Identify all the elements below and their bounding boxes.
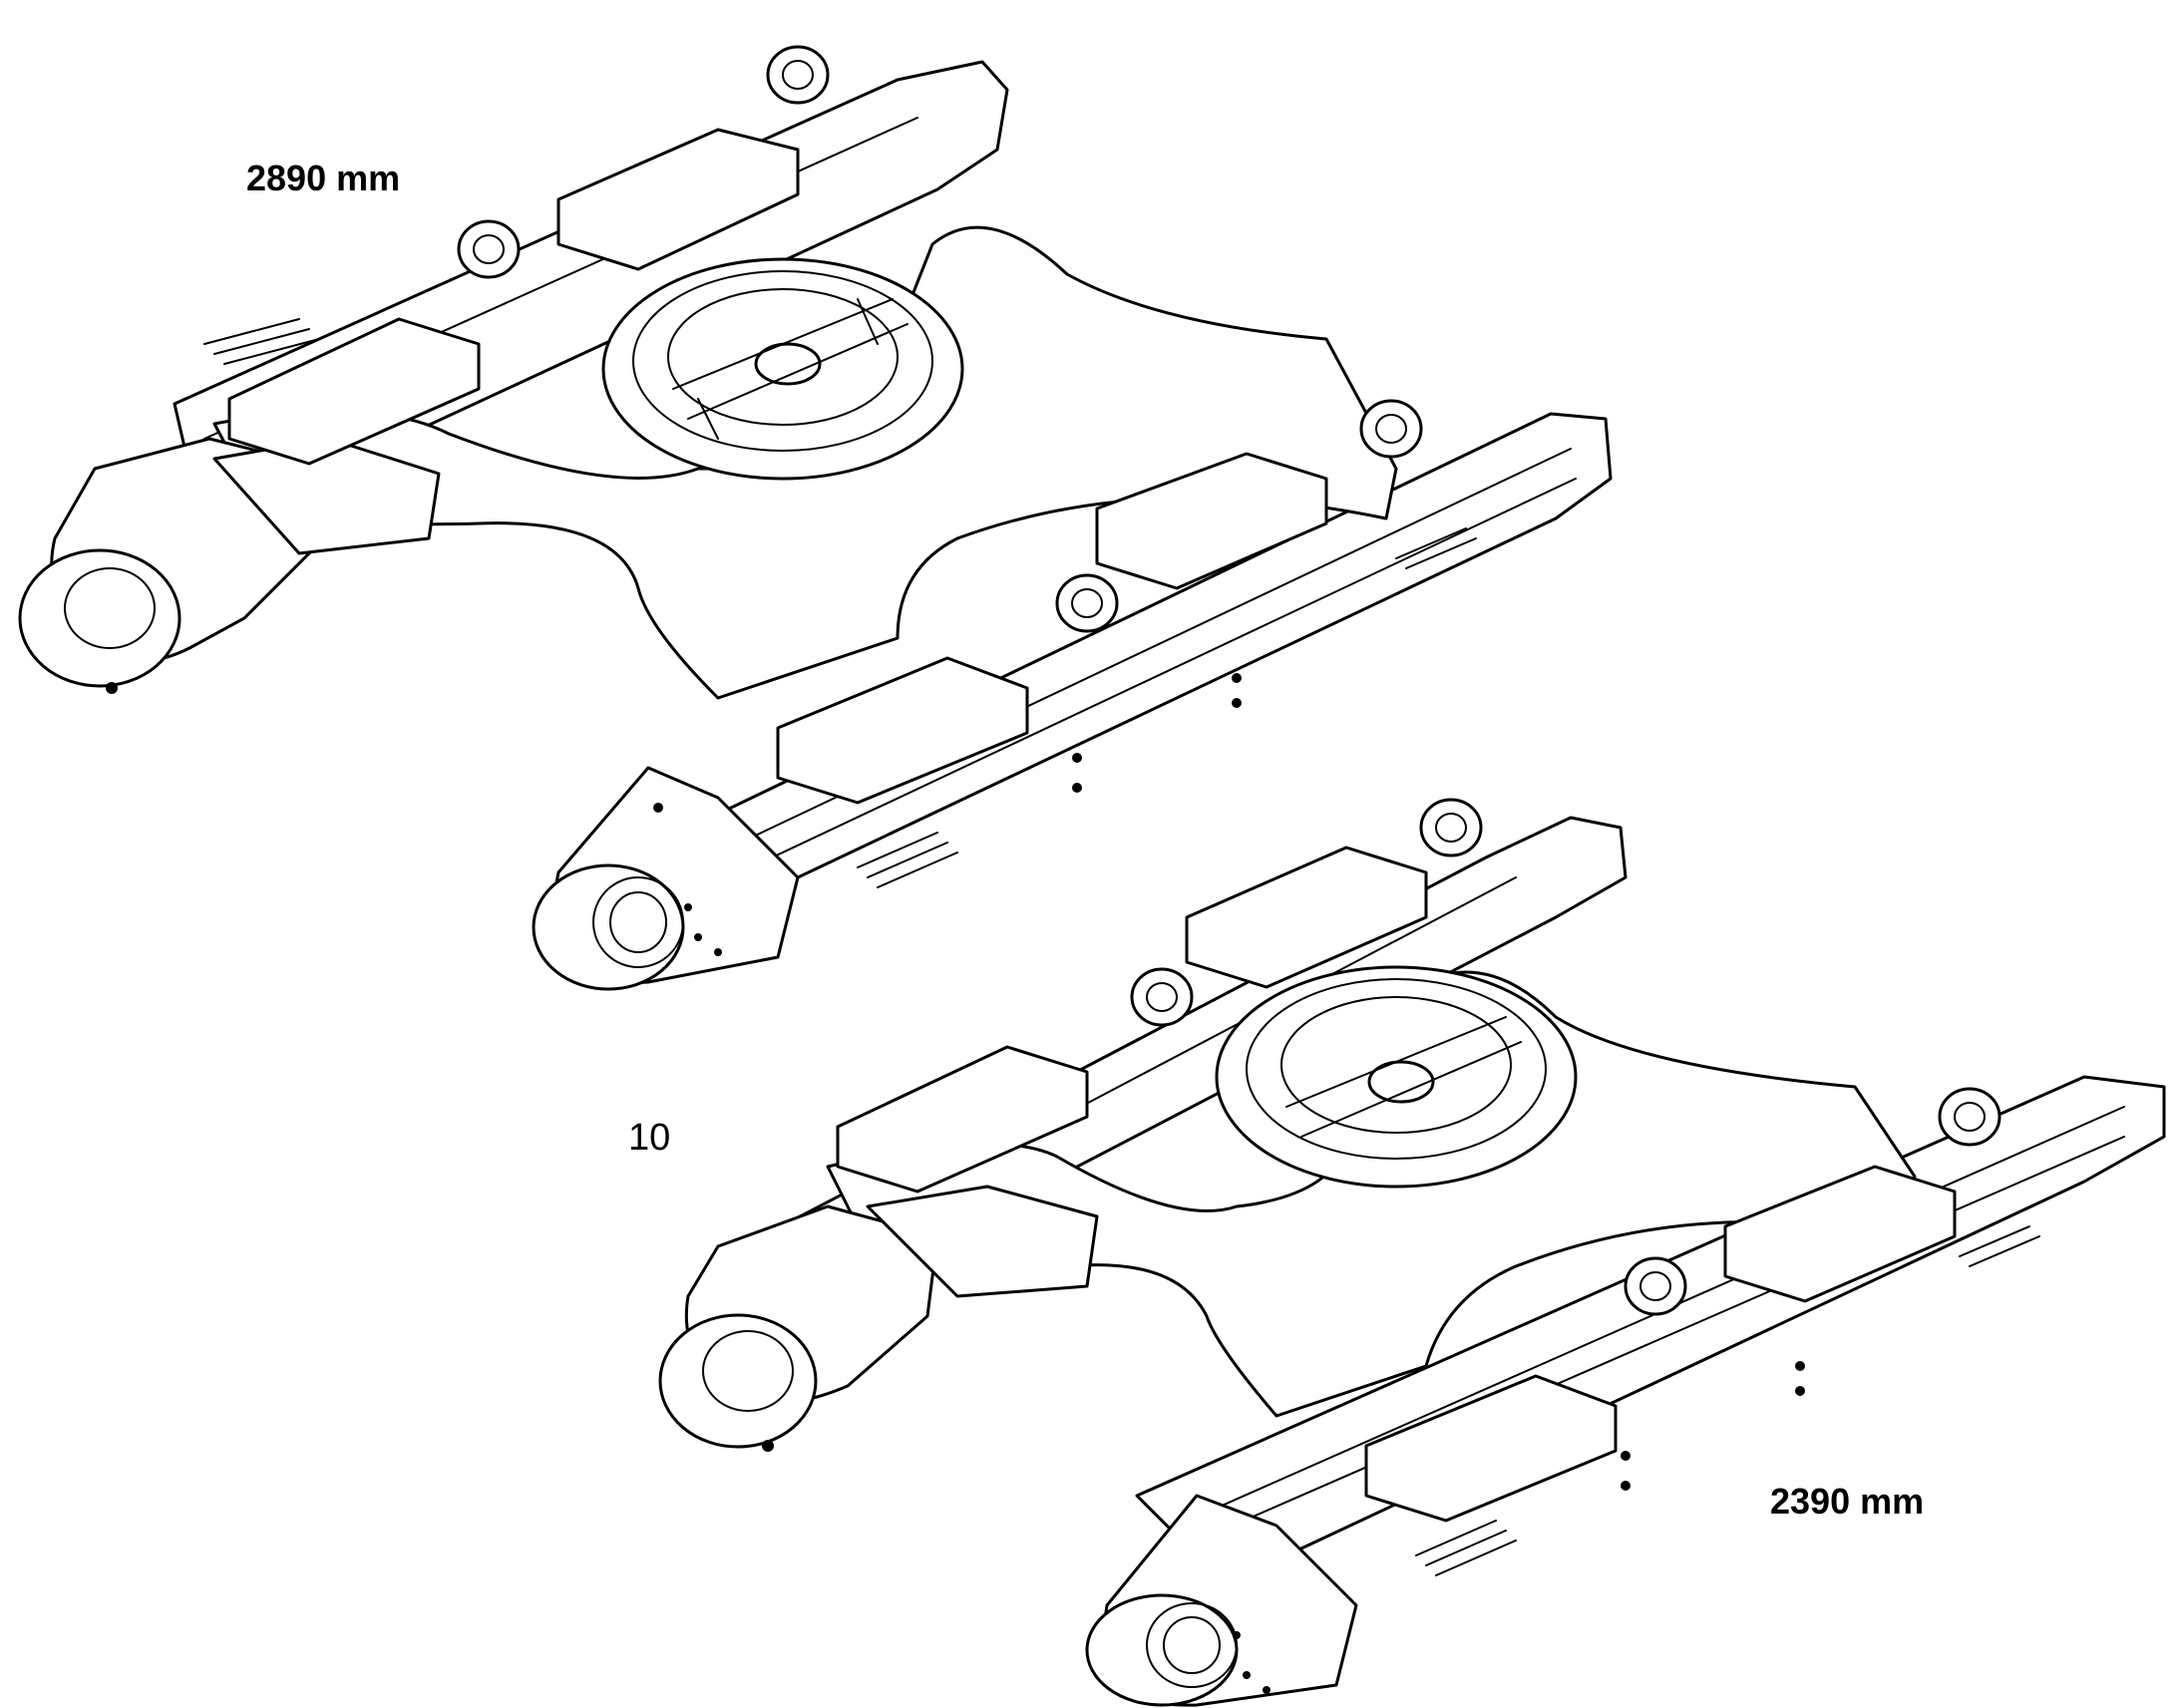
narrow-frame-assembly <box>658 798 2166 1707</box>
reference-number: 10 <box>628 1117 671 1159</box>
dimension-label-narrow: 2390 mm <box>1770 1481 1925 1522</box>
wide-frame-assembly <box>18 45 1613 991</box>
dimension-label-wide: 2890 mm <box>246 158 401 198</box>
